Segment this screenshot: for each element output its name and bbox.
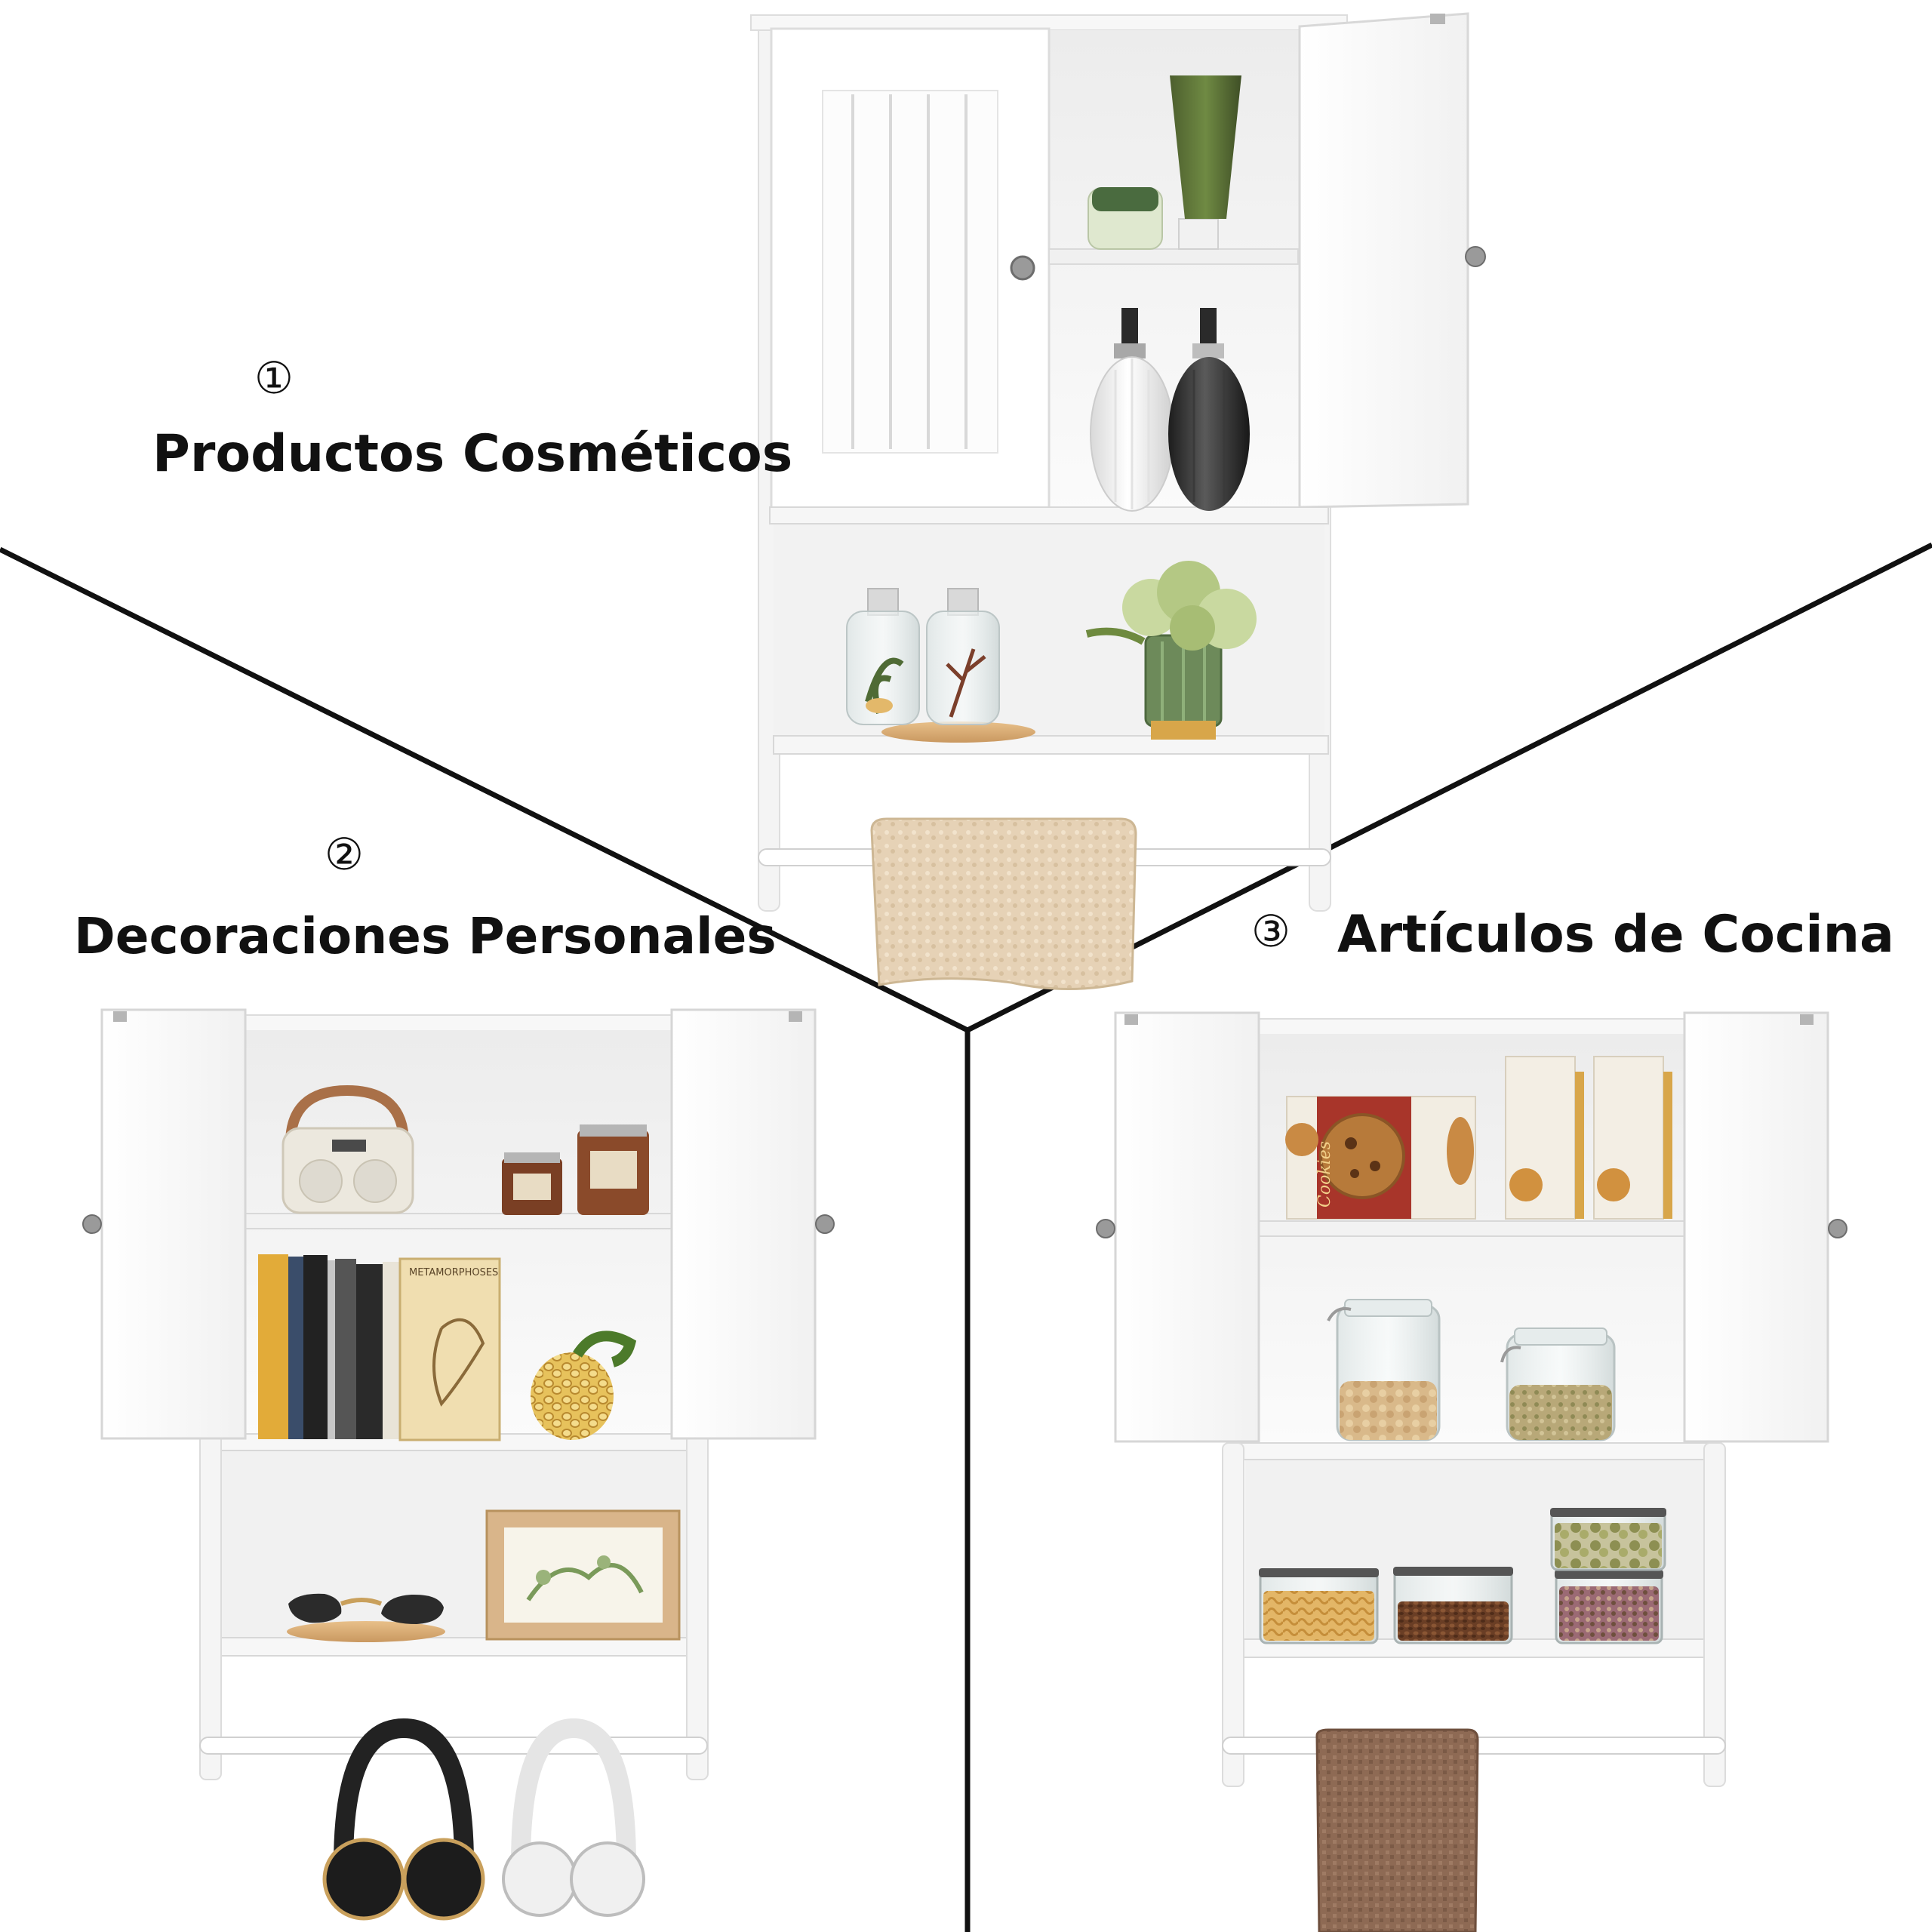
book-spine-text: METAMORPHOSES — [409, 1267, 498, 1278]
section-2-title: Decoraciones Personales — [74, 907, 777, 965]
cabinet-cosmetics — [750, 12, 1486, 991]
candle-jars — [502, 1124, 649, 1215]
section-3-number: ③ — [1251, 906, 1291, 957]
white-headphones — [502, 1718, 645, 1917]
knob-icon — [1828, 1219, 1847, 1238]
cabinet-kitchen — [1096, 1011, 1847, 1932]
picture-frame — [485, 1509, 681, 1641]
black-headphones — [322, 1718, 485, 1921]
glass-bottles-on-tray — [846, 588, 1035, 743]
glass-pumpkin — [531, 1331, 637, 1440]
knob-icon — [82, 1214, 102, 1234]
radio — [281, 1084, 414, 1214]
section-1-title: Productos Cosméticos — [152, 424, 793, 484]
flower-pot — [1085, 561, 1257, 740]
knob-icon — [1465, 246, 1486, 267]
left-door — [770, 27, 1051, 509]
cookie-box — [1285, 1096, 1476, 1220]
knob-icon — [1096, 1219, 1115, 1238]
cookie-box-text: Cookies — [1315, 1141, 1334, 1208]
cosmetic-products — [1088, 75, 1250, 512]
knob-icon — [815, 1214, 835, 1234]
books — [258, 1254, 501, 1441]
coffee-boxes — [1505, 1056, 1672, 1220]
section-3-title: Artículos de Cocina — [1337, 905, 1894, 964]
section-1-number: ① — [254, 352, 294, 404]
beige-towel — [870, 817, 1137, 991]
right-door-open — [1298, 12, 1486, 509]
sunglasses — [287, 1593, 445, 1642]
glass-jars — [1327, 1299, 1616, 1441]
knob-icon — [1010, 255, 1035, 281]
section-2-number: ② — [325, 829, 364, 880]
cabinet-decor — [82, 1008, 835, 1921]
brown-towel — [1315, 1728, 1479, 1932]
food-containers — [1259, 1508, 1666, 1644]
